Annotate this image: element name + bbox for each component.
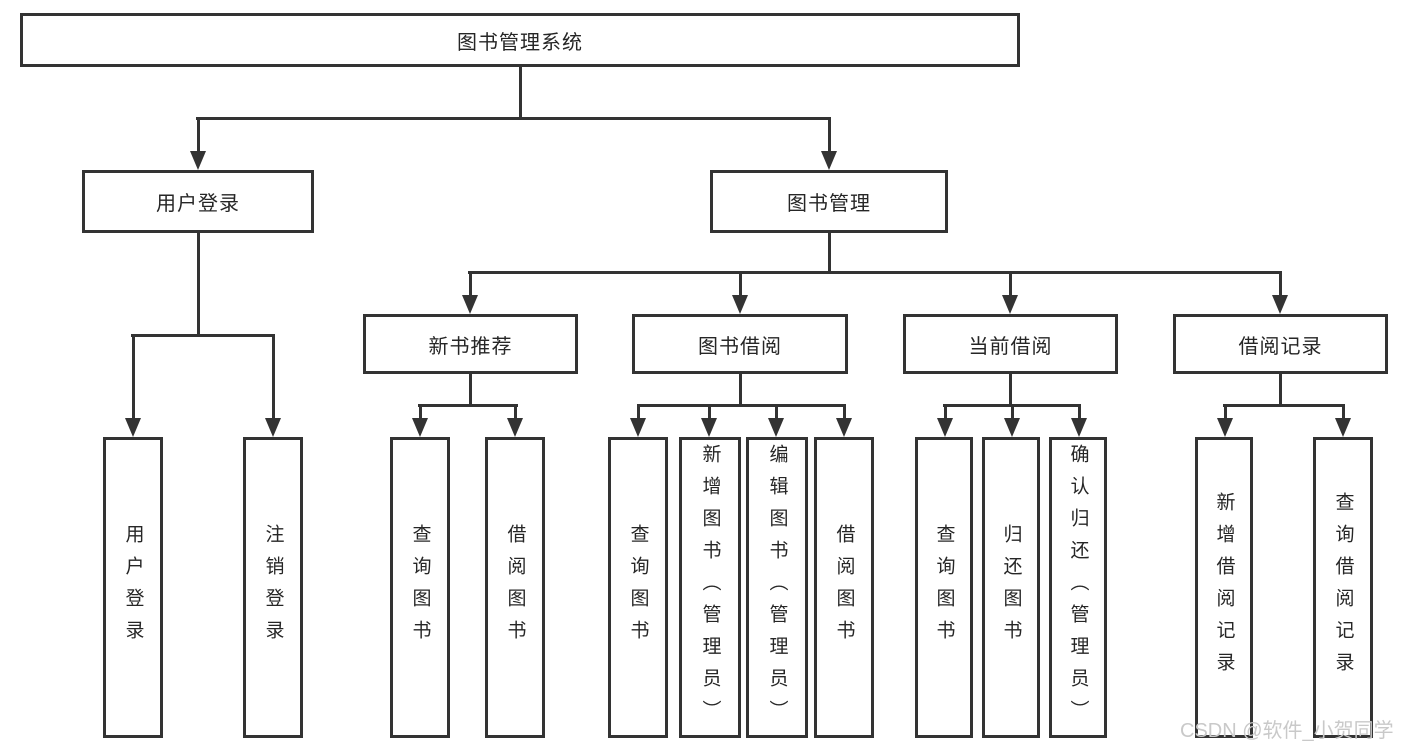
arrowhead	[630, 418, 646, 437]
connector	[469, 271, 472, 297]
leaf-confirm-return-admin: 确认归还（管理员）	[1049, 437, 1107, 738]
connector	[1279, 374, 1282, 407]
arrowhead	[821, 151, 837, 170]
leaf-label: 查询图书	[627, 523, 649, 652]
connector	[197, 233, 200, 337]
leaf-query-books-recommend: 查询图书	[390, 437, 450, 738]
node-current-borrowing: 当前借阅	[903, 314, 1118, 374]
arrowhead	[190, 151, 206, 170]
leaf-label: 借阅图书	[504, 523, 526, 652]
leaf-label: 新增借阅记录	[1213, 491, 1235, 684]
node-new-book-recommend: 新书推荐	[363, 314, 578, 374]
arrowhead	[125, 418, 141, 437]
node-user-login: 用户登录	[82, 170, 314, 233]
connector	[468, 271, 1282, 274]
leaf-label: 用户登录	[122, 523, 144, 652]
arrowhead	[1335, 418, 1351, 437]
arrowhead	[701, 418, 717, 437]
leaf-user-login: 用户登录	[103, 437, 163, 738]
leaf-borrow-books-borrowing: 借阅图书	[814, 437, 874, 738]
connector	[637, 404, 846, 407]
connector	[708, 404, 711, 420]
leaf-label: 编辑图书（管理员）	[766, 443, 788, 732]
csdn-watermark: CSDN @软件_小贺同学	[1180, 720, 1394, 742]
node-library-system: 图书管理系统	[20, 13, 1020, 67]
connector	[1279, 271, 1282, 297]
arrowhead	[732, 295, 748, 314]
leaf-borrow-books-recommend: 借阅图书	[485, 437, 545, 738]
leaf-add-book-admin: 新增图书（管理员）	[679, 437, 741, 738]
connector	[1009, 271, 1012, 297]
connector	[469, 374, 472, 407]
arrowhead	[937, 418, 953, 437]
arrowhead	[768, 418, 784, 437]
node-book-borrowing: 图书借阅	[632, 314, 848, 374]
arrowhead	[1002, 295, 1018, 314]
connector	[1342, 404, 1345, 420]
arrowhead	[1217, 418, 1233, 437]
leaf-logout: 注销登录	[243, 437, 303, 738]
leaf-return-books: 归还图书	[982, 437, 1040, 738]
connector	[944, 404, 947, 420]
leaf-query-books-current: 查询图书	[915, 437, 973, 738]
connector	[828, 233, 831, 274]
connector	[775, 404, 778, 420]
connector	[1223, 404, 1344, 407]
connector	[1009, 374, 1012, 407]
connector	[739, 271, 742, 297]
leaf-label: 查询图书	[409, 523, 431, 652]
connector	[1224, 404, 1227, 420]
arrowhead	[1071, 418, 1087, 437]
arrowhead	[412, 418, 428, 437]
arrowhead	[507, 418, 523, 437]
connector	[1011, 404, 1014, 420]
arrowhead	[1004, 418, 1020, 437]
connector	[637, 404, 640, 420]
connector	[272, 334, 275, 420]
connector	[739, 374, 742, 407]
arrowhead	[836, 418, 852, 437]
node-borrow-records: 借阅记录	[1173, 314, 1388, 374]
connector	[519, 67, 522, 118]
leaf-label: 查询图书	[933, 523, 955, 652]
leaf-label: 归还图书	[1000, 523, 1022, 652]
connector	[197, 117, 200, 153]
leaf-edit-book-admin: 编辑图书（管理员）	[746, 437, 808, 738]
arrowhead	[1272, 295, 1288, 314]
leaf-label: 查询借阅记录	[1332, 491, 1354, 684]
leaf-label: 注销登录	[262, 523, 284, 652]
connector	[514, 404, 517, 420]
node-book-management: 图书管理	[710, 170, 948, 233]
connector	[418, 404, 518, 407]
leaf-label: 新增图书（管理员）	[699, 443, 721, 732]
arrowhead	[462, 295, 478, 314]
leaf-label: 确认归还（管理员）	[1067, 443, 1089, 732]
arrowhead	[265, 418, 281, 437]
leaf-label: 借阅图书	[833, 523, 855, 652]
connector	[131, 334, 275, 337]
connector	[828, 117, 831, 153]
connector	[1078, 404, 1081, 420]
leaf-add-borrow-record: 新增借阅记录	[1195, 437, 1253, 738]
connector	[419, 404, 422, 420]
connector	[843, 404, 846, 420]
leaf-query-borrow-record: 查询借阅记录	[1313, 437, 1373, 738]
leaf-query-books-borrowing: 查询图书	[608, 437, 668, 738]
connector	[196, 117, 831, 120]
connector	[132, 334, 135, 420]
